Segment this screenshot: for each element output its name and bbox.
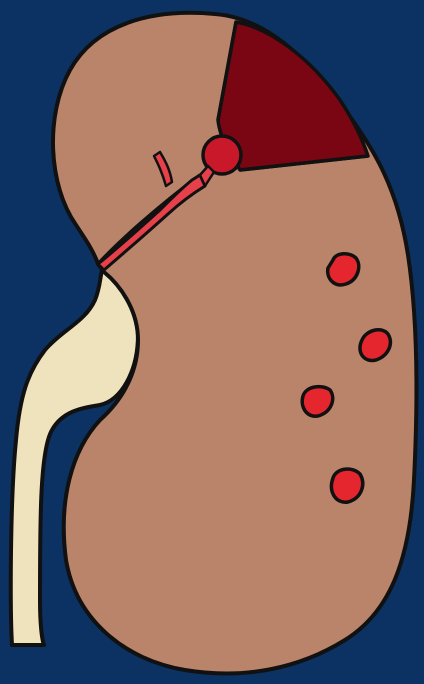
small-lesion [302, 387, 332, 417]
small-lesion [331, 469, 362, 502]
small-lesion [328, 254, 359, 285]
small-lesion [360, 330, 390, 361]
